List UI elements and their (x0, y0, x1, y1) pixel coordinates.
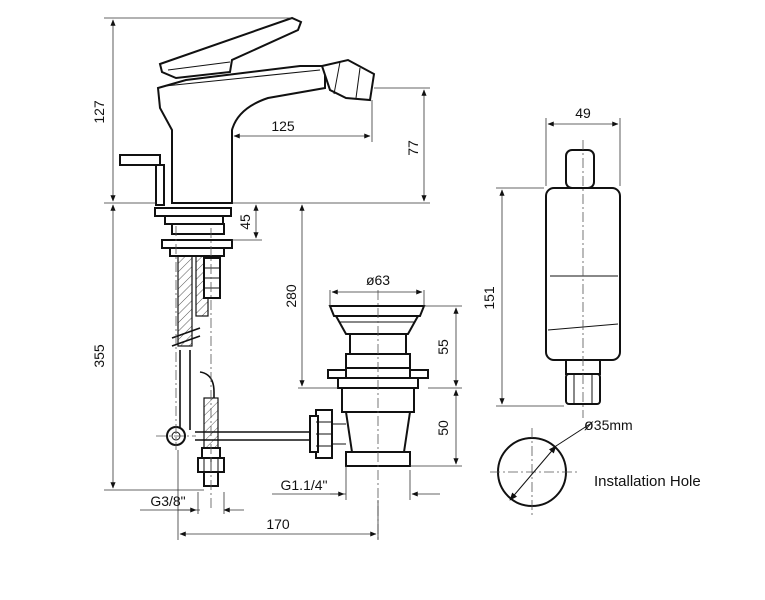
hole-diameter-value: 35mm (594, 417, 633, 433)
dim-waste-thread: G1.1/4" (281, 477, 328, 493)
installation-hole-label: Installation Hole (594, 473, 701, 490)
dim-125: 125 (271, 118, 295, 134)
dim-151: 151 (481, 286, 497, 310)
dim-55: 55 (435, 339, 451, 355)
dim-49: 49 (575, 105, 591, 121)
top-view (545, 140, 621, 418)
dim-waste-diameter: ø63 (366, 272, 390, 288)
dim-77: 77 (405, 140, 421, 156)
waste-assembly (309, 290, 429, 540)
dim-supply-thread: G3/8" (150, 493, 185, 509)
dim-45: 45 (237, 214, 253, 230)
installation-hole (490, 423, 591, 518)
dimension-lines (104, 17, 621, 540)
dim-50: 50 (435, 420, 451, 436)
dim-170: 170 (266, 516, 290, 532)
dim-hole-diameter: ø35mm (584, 417, 633, 434)
faucet-side-view (119, 16, 376, 510)
dim-280: 280 (283, 284, 299, 308)
dim-127: 127 (91, 100, 107, 124)
dim-355: 355 (91, 344, 107, 368)
